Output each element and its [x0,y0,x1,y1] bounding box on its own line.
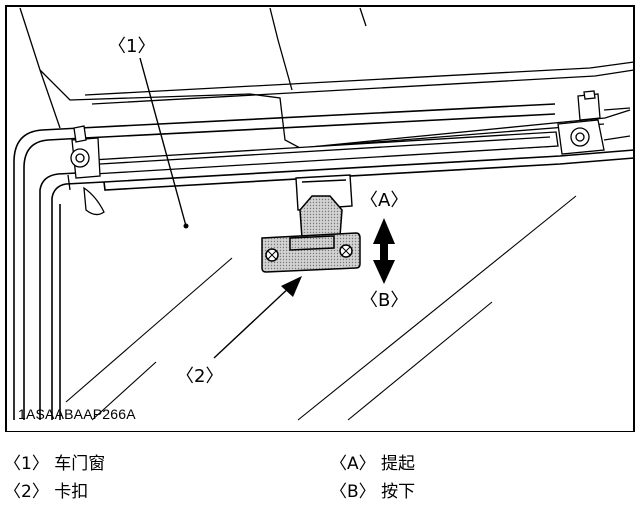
legend-item-1: 〈1〉 车门窗 [4,454,106,474]
leader-1 [139,57,187,227]
callout-A: 〈A〉 [360,190,408,211]
callout-B: 〈B〉 [360,290,408,311]
callout-1: 〈1〉 [108,36,155,57]
latch-clip [261,195,361,273]
gas-strut [67,90,631,216]
legend-item-A: 〈A〉 提起 [330,454,416,474]
leader-1-dot [183,223,189,229]
motion-arrow [373,218,395,284]
callout-2: 〈2〉 [176,366,223,387]
leader-2 [213,284,293,359]
leader-2-arrowhead [281,276,302,297]
cabin-structure [19,7,635,149]
legend-item-B: 〈B〉 按下 [330,482,416,502]
leader-lines [139,57,293,359]
glass-reflections [65,195,577,421]
legend-item-2: 〈2〉 卡扣 [4,482,89,502]
figure-code: 1ASAABAAP266A [18,406,136,422]
figure-frame [5,5,635,432]
door-window-latch-diagram: 〈1〉 〈2〉 〈A〉 〈B〉 [5,5,635,432]
